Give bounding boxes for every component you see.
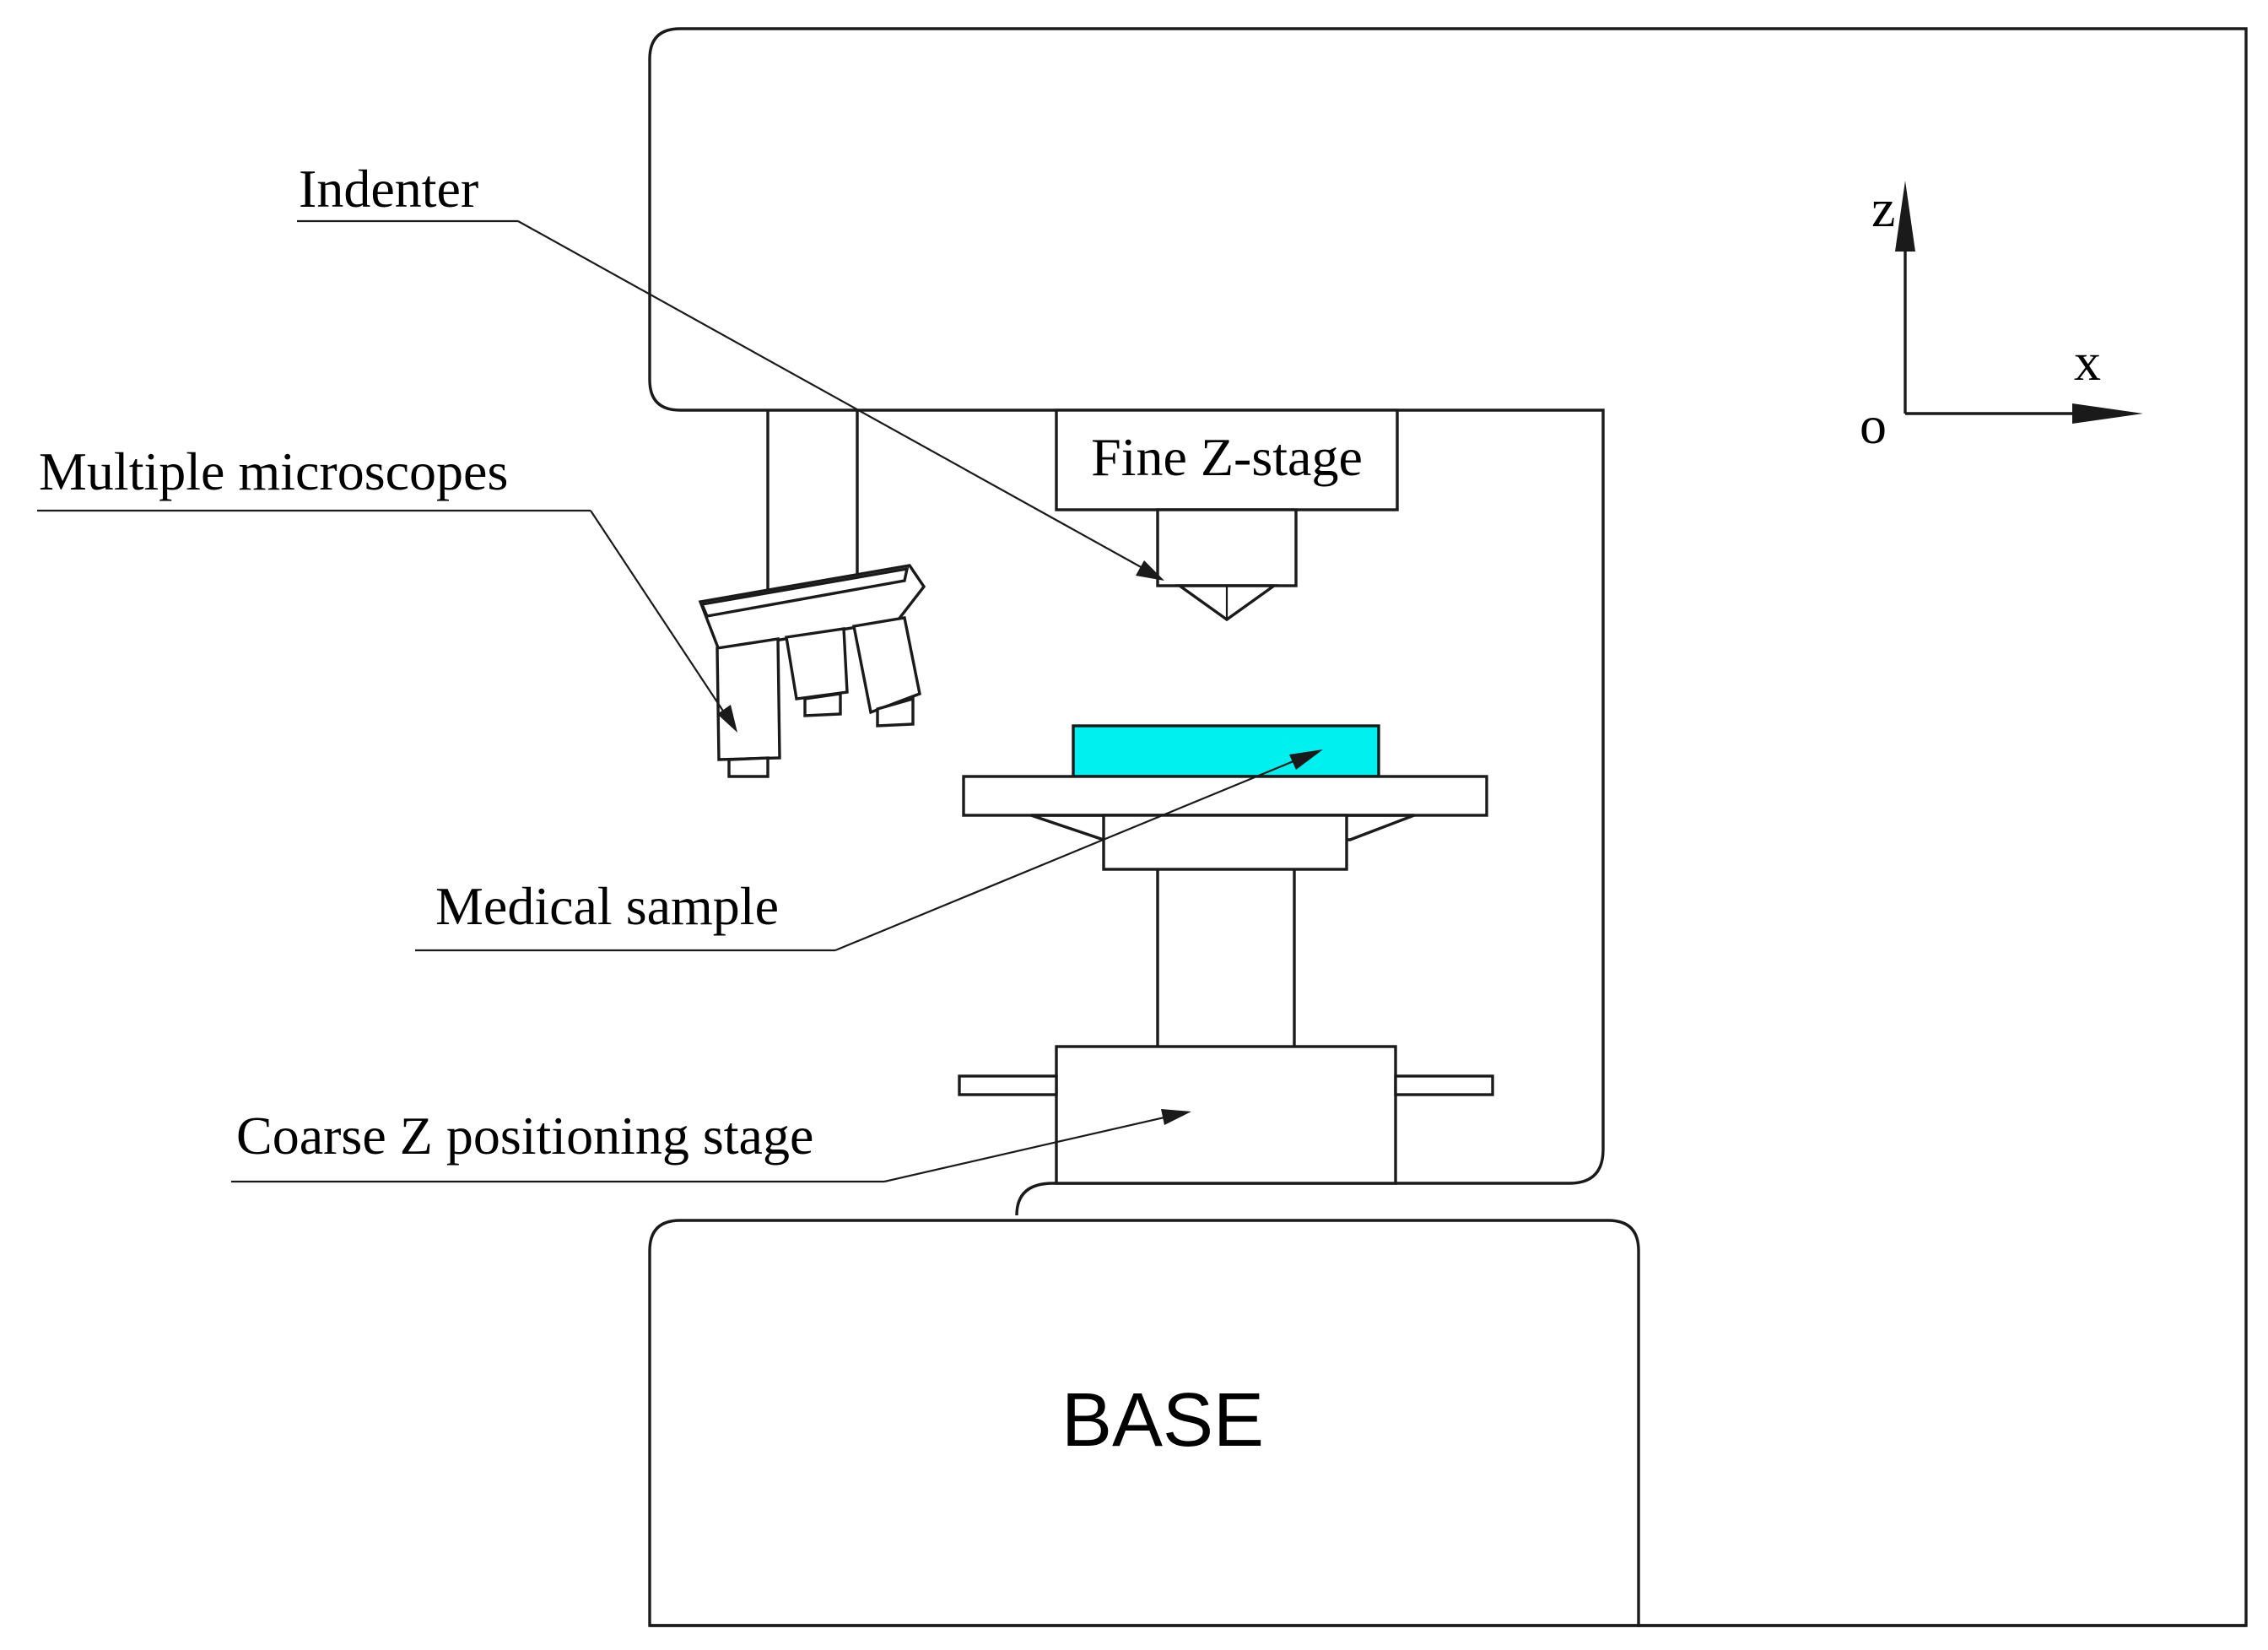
sample-plate <box>962 775 1488 817</box>
coarse-stage-arm-right <box>1394 1074 1494 1096</box>
microscopes-callout: Multiple microscopes <box>37 441 737 733</box>
indenter-label: Indenter <box>299 159 478 219</box>
coarse-z-stage-box <box>1055 1045 1397 1185</box>
z-arrowhead <box>1895 181 1915 252</box>
coarse-stage-arm-left <box>958 1074 1058 1096</box>
coordinate-axes: z x o <box>1860 178 2143 455</box>
fine-z-stage-label: Fine Z-stage <box>1091 427 1363 487</box>
base-block <box>648 1219 1640 1627</box>
coarse-z-stage-callout: Coarse Z positioning stage <box>231 1106 1191 1183</box>
medical-sample-label: Medical sample <box>435 876 779 936</box>
main-frame <box>680 27 2248 1627</box>
frame-top-arm <box>648 27 1605 473</box>
indenter-callout: Indenter <box>297 159 1164 581</box>
x-axis-label: x <box>2074 332 2101 392</box>
microscope-turret <box>698 564 926 778</box>
origin-label: o <box>1860 395 1887 455</box>
indenter-holder <box>1156 508 1298 587</box>
x-arrowhead <box>2072 403 2143 424</box>
plate-support-block <box>1102 814 1348 871</box>
fine-z-stage-box <box>1055 408 1399 511</box>
base-label: BASE <box>1061 1378 1264 1463</box>
coarse-z-stage-label: Coarse Z positioning stage <box>236 1106 813 1166</box>
medical-sample <box>1072 724 1380 778</box>
z-axis-label: z <box>1871 178 1895 238</box>
multiple-microscopes-label: Multiple microscopes <box>39 441 508 501</box>
medical-sample-callout: Medical sample <box>415 749 1323 952</box>
